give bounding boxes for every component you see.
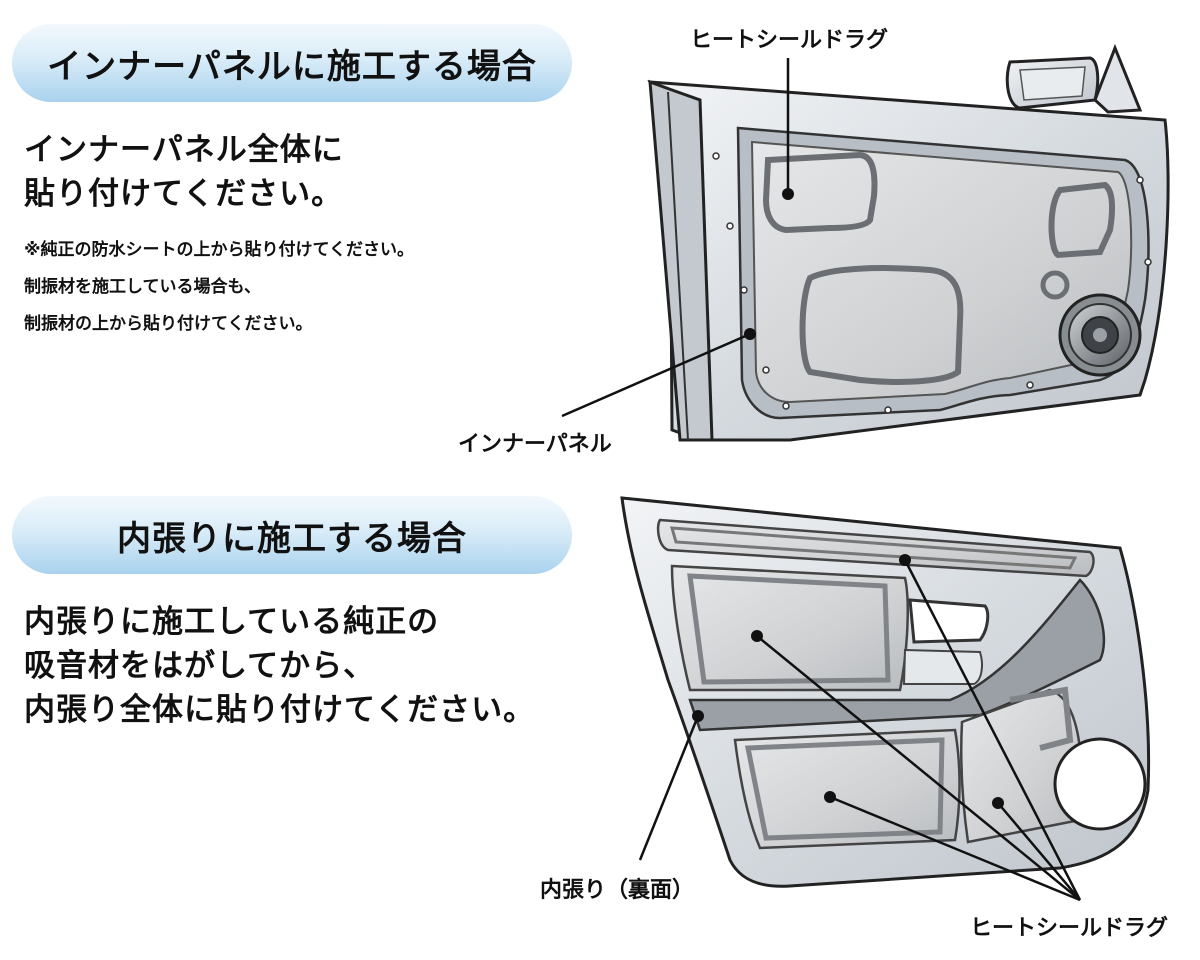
- leader-trim-back: [638, 715, 700, 861]
- leader-heat-bottom: [756, 559, 1082, 902]
- section1-title-banner: インナーパネルに施工する場合: [12, 24, 572, 102]
- door-handle-lower: [902, 648, 983, 685]
- section2-title: 内張りに施工する場合: [117, 518, 467, 559]
- leader-dot: [692, 710, 704, 722]
- leader-dot: [782, 188, 794, 200]
- trim-lower-emboss: [744, 737, 945, 841]
- leader-inner-panel: [561, 332, 751, 418]
- recess-window: [762, 151, 878, 234]
- speaker-center: [1093, 328, 1107, 342]
- leader-dots: [751, 554, 1004, 809]
- section1-note-line: ※純正の防水シートの上から貼り付けてください。: [24, 240, 415, 260]
- recess-lower: [799, 265, 964, 385]
- section2-lead-line: 内張り全体に貼り付けてください。: [24, 692, 536, 728]
- door-edge-line: [667, 91, 689, 441]
- label-heat-seal-top: ヒートシールドラグ: [690, 28, 889, 53]
- label-heat-seal-bottom: ヒートシールドラグ: [970, 916, 1169, 941]
- section2-lead-line: 内張りに施工している純正の: [24, 604, 440, 640]
- door-handle-recess: [908, 598, 990, 644]
- trim-door: [620, 496, 1151, 902]
- section1-lead-line: インナーパネル全体に: [24, 132, 344, 168]
- trim-upper-pocket: [670, 564, 909, 692]
- section1-lead: インナーパネル全体に 貼り付けてください。: [24, 128, 344, 216]
- section1-lead-line: 貼り付けてください。: [24, 176, 344, 212]
- label-inner-panel: インナーパネル: [458, 432, 612, 457]
- section2-lead: 内張りに施工している純正の 吸音材をはがしてから、 内張り全体に貼り付けてくださ…: [24, 600, 535, 732]
- trim-right-emboss: [1009, 686, 1074, 751]
- trim-lower-pocket: [733, 728, 961, 850]
- window-corner: [1093, 43, 1143, 114]
- section1-title: インナーパネルに施工する場合: [47, 46, 537, 87]
- section2-title-banner: 内張りに施工する場合: [12, 496, 572, 574]
- section2-lead-line: 吸音材をはがしてから、: [24, 648, 376, 684]
- trim-top-rail-emboss: [669, 526, 1078, 570]
- mirror-glass: [1019, 66, 1086, 101]
- section1-notes: ※純正の防水シートの上から貼り付けてください。 制振材を施工している場合も、 制…: [24, 232, 414, 343]
- trim-upper-emboss: [687, 573, 891, 685]
- door-edge: [648, 79, 714, 442]
- section1-note-line: 制振材を施工している場合も、: [24, 277, 261, 297]
- label-trim-back: 内張り（裏面）: [540, 878, 695, 903]
- bolt-holes: [712, 152, 1152, 414]
- recess-hole: [1040, 270, 1070, 300]
- speaker-opening: [1053, 737, 1147, 831]
- section1-note-line: 制振材の上から貼り付けてください。: [24, 314, 313, 334]
- leader-dot: [744, 328, 756, 340]
- recess-right: [1048, 181, 1116, 259]
- inner-panel-door: [561, 43, 1170, 442]
